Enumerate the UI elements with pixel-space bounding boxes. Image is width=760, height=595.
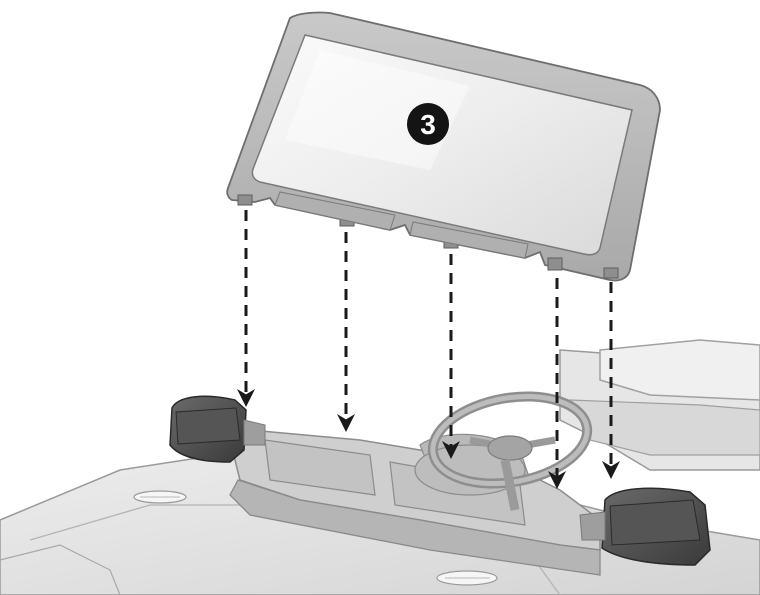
mount-tab [604,268,618,278]
seat-inner [570,400,760,455]
windshield-frame [227,13,660,281]
step-badge: 3 [407,103,449,145]
mount-tab [238,195,252,205]
mount-tab [548,258,562,270]
step-number: 3 [420,109,436,140]
